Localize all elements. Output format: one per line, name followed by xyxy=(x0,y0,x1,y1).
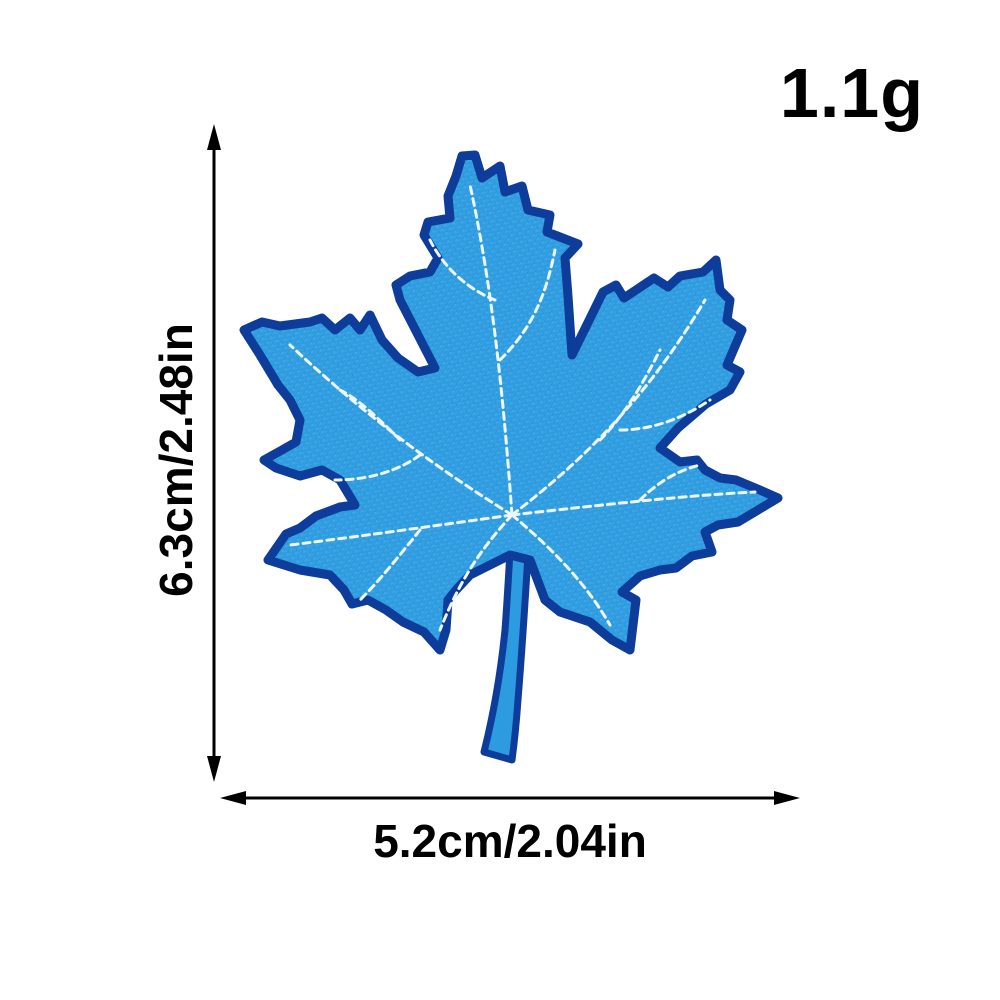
weight-label: 1.1g xyxy=(779,54,924,132)
width-arrow xyxy=(220,791,800,805)
height-label: 6.3cm/2.48in xyxy=(150,323,202,597)
height-arrow xyxy=(207,124,221,782)
maple-leaf-patch-icon xyxy=(239,150,783,764)
width-label: 5.2cm/2.04in xyxy=(373,815,647,867)
